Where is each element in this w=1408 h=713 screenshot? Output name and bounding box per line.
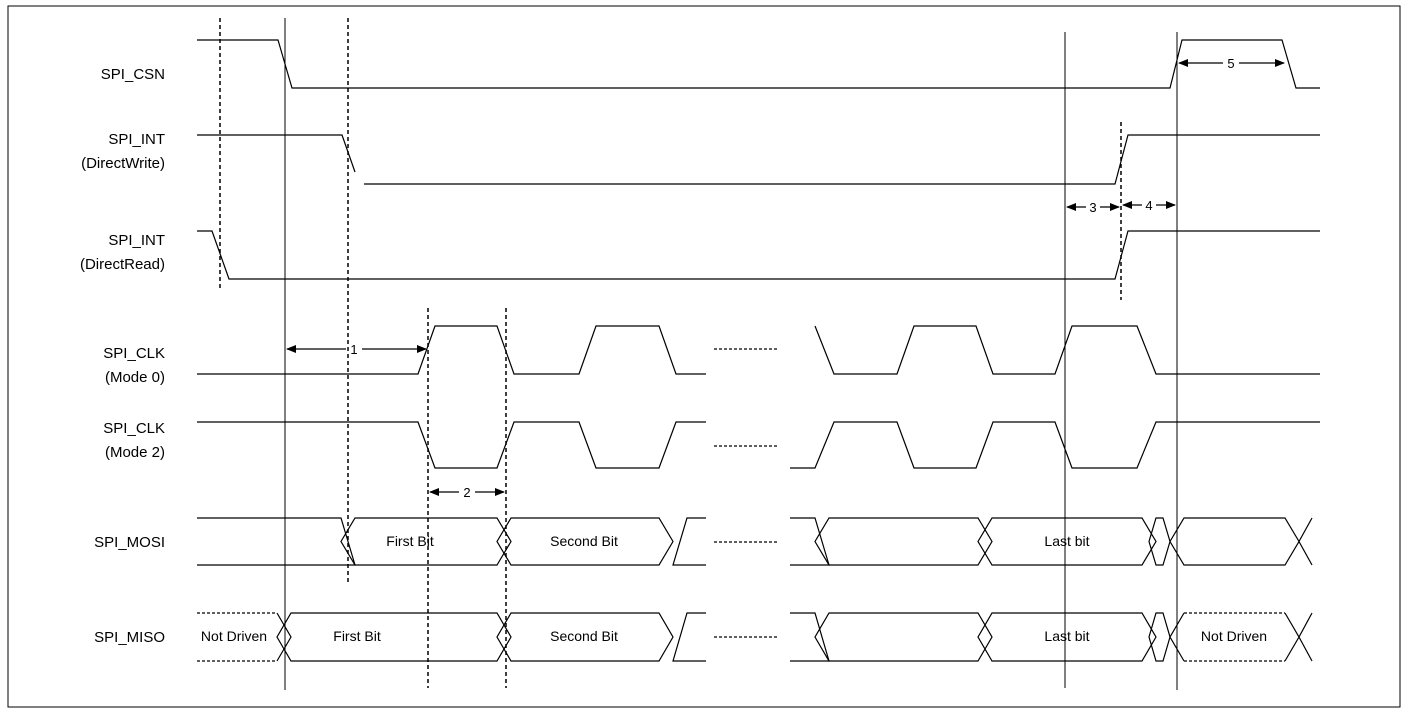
timing-marker-4: 4 [1122, 198, 1176, 213]
mosi-second-bit: Second Bit [550, 533, 618, 549]
label-spi-miso: SPI_MISO [94, 629, 165, 646]
waveform-spi-int-directwrite-low [364, 134, 1320, 185]
waveform-spi-mosi [197, 517, 1313, 566]
label-spi-clk-mode2: SPI_CLK [103, 420, 165, 437]
label-spi-int-read: SPI_INT [108, 232, 165, 249]
label-spi-csn: SPI_CSN [101, 66, 165, 83]
waveform-spi-clk-mode2-a [197, 421, 706, 469]
label-spi-clk-mode0: SPI_CLK [103, 345, 165, 362]
waveform-spi-csn [197, 39, 1320, 89]
svg-text:5: 5 [1227, 56, 1234, 71]
timing-marker-1: 1 [286, 342, 427, 357]
waveform-spi-miso [197, 612, 1313, 662]
label-spi-int-write: SPI_INT [108, 131, 165, 148]
timing-marker-5: 5 [1178, 56, 1285, 71]
mosi-first-bit: First Bit [386, 533, 434, 549]
label-directread: (DirectRead) [80, 256, 165, 273]
miso-not-driven-end: Not Driven [1201, 628, 1267, 644]
label-directwrite: (DirectWrite) [81, 155, 165, 172]
label-mode0: (Mode 0) [105, 369, 165, 386]
miso-first-bit: First Bit [333, 628, 381, 644]
waveform-spi-int-directread [197, 230, 1320, 280]
svg-text:2: 2 [463, 485, 470, 500]
waveform-spi-clk-mode0-a [197, 325, 706, 375]
waveform-spi-clk-mode2-b [790, 421, 1320, 469]
diagram-frame [7, 5, 1401, 708]
svg-text:4: 4 [1145, 198, 1152, 213]
miso-second-bit: Second Bit [550, 628, 618, 644]
svg-text:1: 1 [350, 342, 357, 357]
waveform-spi-int-directwrite [197, 134, 356, 173]
label-mode2: (Mode 2) [105, 444, 165, 461]
waveform-spi-clk-mode0-b [814, 325, 1320, 375]
mosi-last-bit: Last bit [1044, 533, 1089, 549]
miso-last-bit: Last bit [1044, 628, 1089, 644]
miso-not-driven-start: Not Driven [201, 628, 267, 644]
timing-marker-3: 3 [1066, 200, 1120, 215]
label-spi-mosi: SPI_MOSI [94, 534, 165, 551]
svg-text:3: 3 [1089, 200, 1096, 215]
timing-marker-2: 2 [429, 485, 505, 500]
